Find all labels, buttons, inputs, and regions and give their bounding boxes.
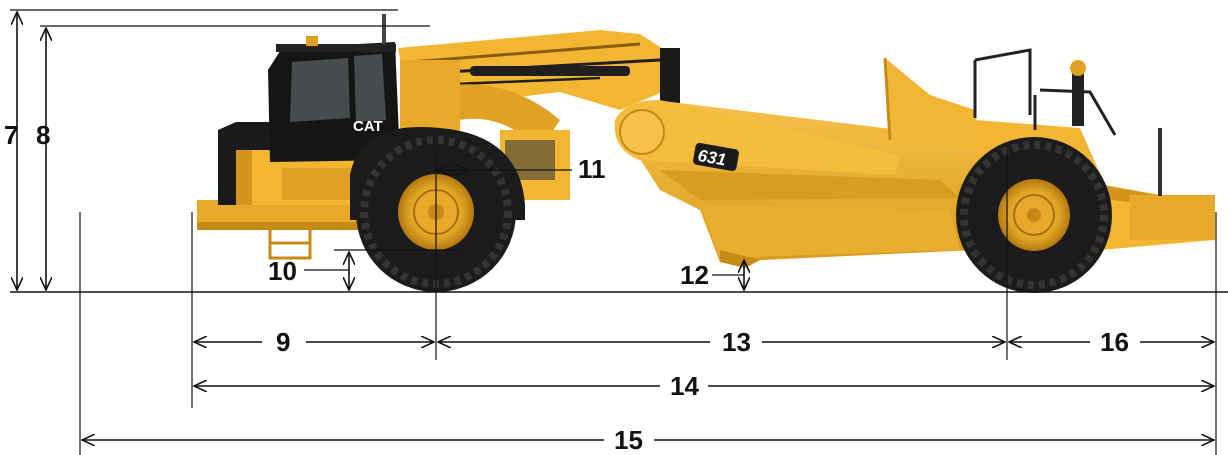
rear-bumper	[197, 200, 362, 260]
dimension-label-12: 12	[680, 260, 709, 290]
dimension-label-7: 7	[4, 120, 18, 150]
dimension-label-13: 13	[722, 327, 751, 357]
scraper-wheel	[956, 137, 1112, 293]
scraper-bowl: 631	[614, 57, 980, 268]
model-number-decal: 631	[693, 142, 739, 172]
dimension-label-9: 9	[276, 327, 290, 357]
dimension-label-16: 16	[1100, 327, 1129, 357]
cab-brand-decal: CAT	[353, 118, 383, 135]
model-number-text: 631	[696, 146, 727, 170]
dimension-label-15: 15	[614, 425, 643, 455]
operator-cab: CAT	[268, 14, 400, 162]
dimension-label-10: 10	[268, 256, 297, 286]
dimension-label-14: 14	[670, 371, 699, 401]
dimension-labels: 7 8 9 10 11 12 13 14 15 16	[4, 120, 1129, 455]
dimension-label-8: 8	[36, 120, 50, 150]
tractor-wheel	[350, 126, 525, 292]
dimension-lines	[10, 9, 1228, 455]
dimension-label-11: 11	[578, 154, 606, 184]
wheel-tractor-scraper-illustration: CAT	[197, 14, 1215, 293]
